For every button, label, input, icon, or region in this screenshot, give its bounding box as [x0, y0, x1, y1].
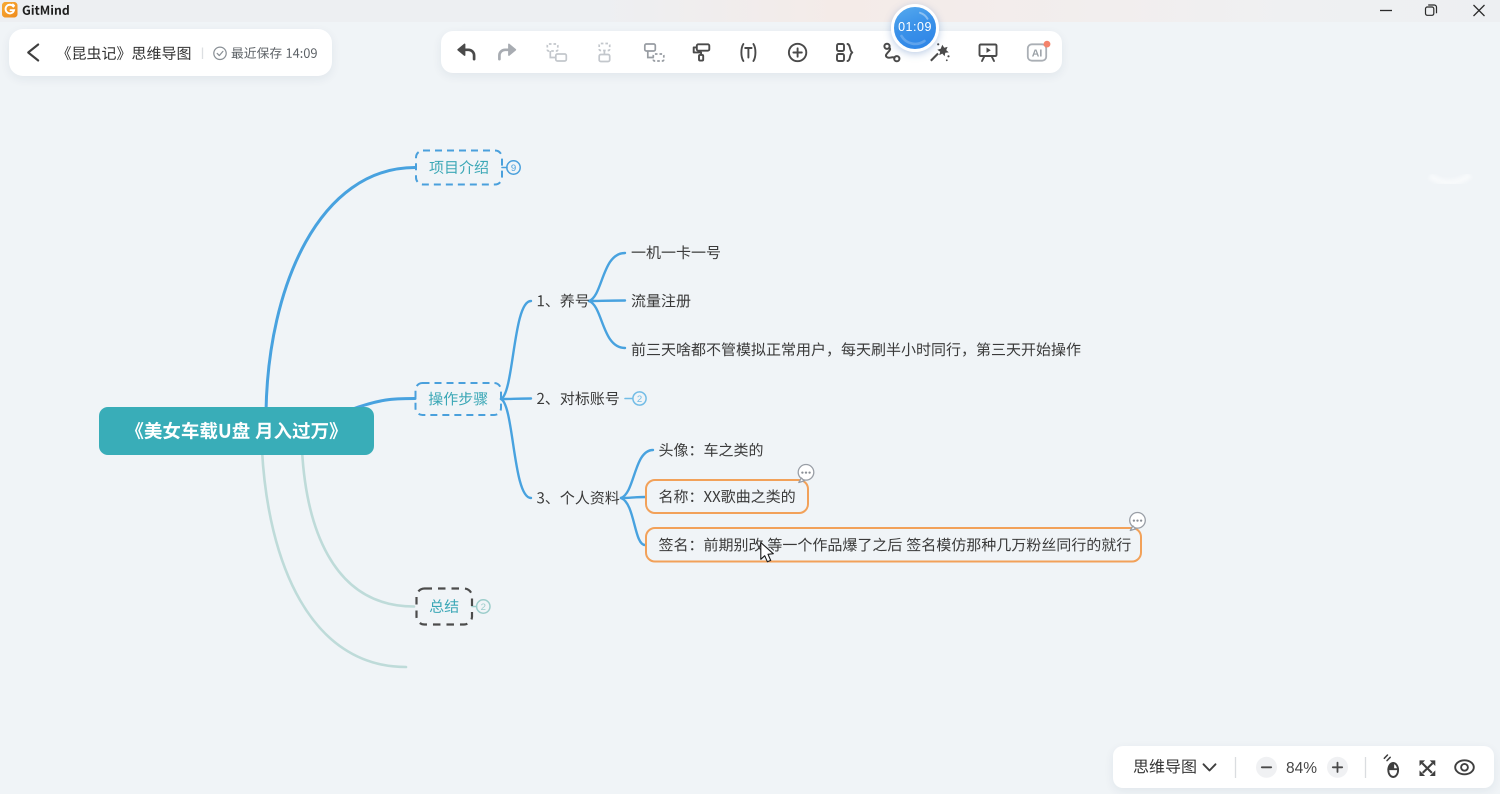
svg-text:84%: 84%: [1286, 760, 1317, 777]
svg-text:AI: AI: [1032, 48, 1043, 60]
